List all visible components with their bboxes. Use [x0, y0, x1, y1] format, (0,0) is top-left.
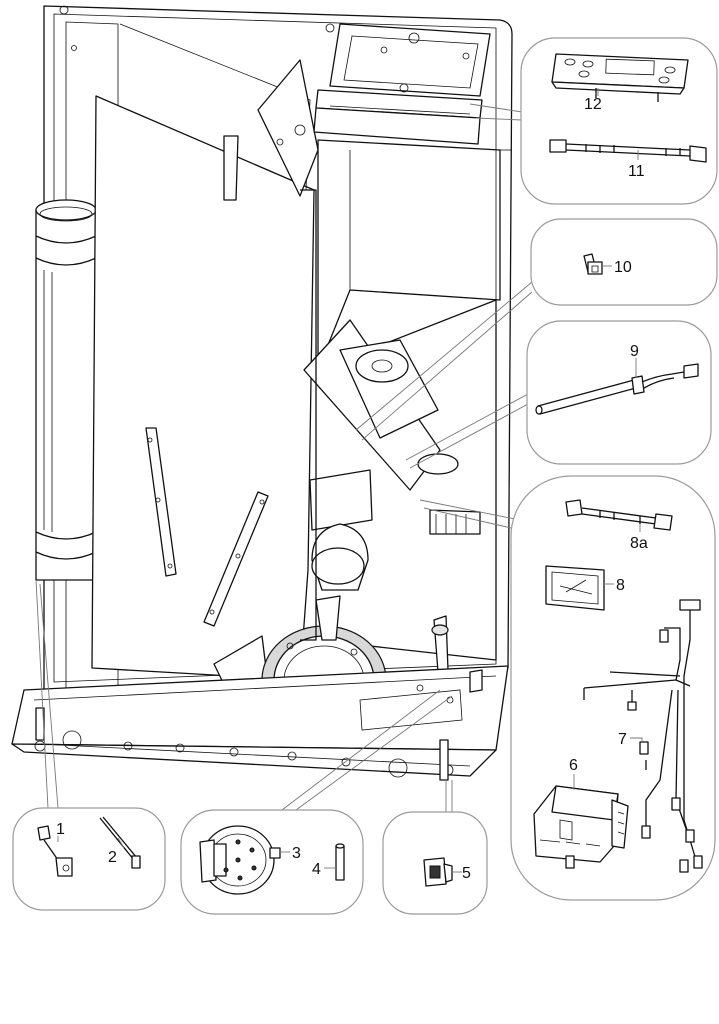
callout-2: 2 [108, 849, 117, 866]
callout-5: 5 [462, 865, 471, 882]
module-8-part [545, 565, 605, 611]
callout-12: 12 [584, 96, 602, 113]
callout-8a: 8a [630, 535, 648, 552]
bubble-electronics: 8a 8 7 [510, 475, 716, 901]
callout-1: 1 [56, 821, 65, 838]
callout-3: 3 [292, 845, 301, 862]
base-tray [11, 665, 509, 781]
probe-part [535, 363, 699, 415]
igniter-1-part [37, 825, 73, 877]
callout-6: 6 [569, 757, 578, 774]
cable-8a-part [565, 499, 673, 531]
callout-10: 10 [614, 259, 632, 276]
pin-4-part [335, 843, 345, 881]
appliance-body [11, 5, 513, 781]
control-bracket [313, 23, 491, 145]
callout-8: 8 [616, 577, 625, 594]
bubble-fan-parts: 3 4 [180, 809, 364, 915]
switch-5-part [423, 857, 453, 887]
callout-4: 4 [312, 861, 321, 878]
bubble-sensor-clip: 10 [530, 218, 718, 306]
display-panel-part [551, 53, 689, 102]
burner-assembly [303, 319, 481, 591]
bubble-controls: 12 11 [520, 37, 718, 205]
bubble-switch: 5 [382, 811, 488, 915]
display-cable-part [549, 139, 707, 163]
callout-11: 11 [628, 163, 645, 180]
leader-lines [35, 103, 533, 812]
clip-part [583, 253, 603, 275]
callout-9: 9 [630, 343, 639, 360]
flue-pipe [35, 199, 97, 581]
rod-2-part [99, 816, 141, 869]
controller-6-part [533, 785, 629, 869]
callout-7: 7 [618, 731, 627, 748]
front-panel [91, 95, 315, 681]
harness-part [583, 599, 703, 873]
bubble-igniter: 1 2 [12, 807, 166, 911]
bubble-probe: 9 [526, 320, 712, 465]
fan-motor-3-part [199, 825, 281, 895]
